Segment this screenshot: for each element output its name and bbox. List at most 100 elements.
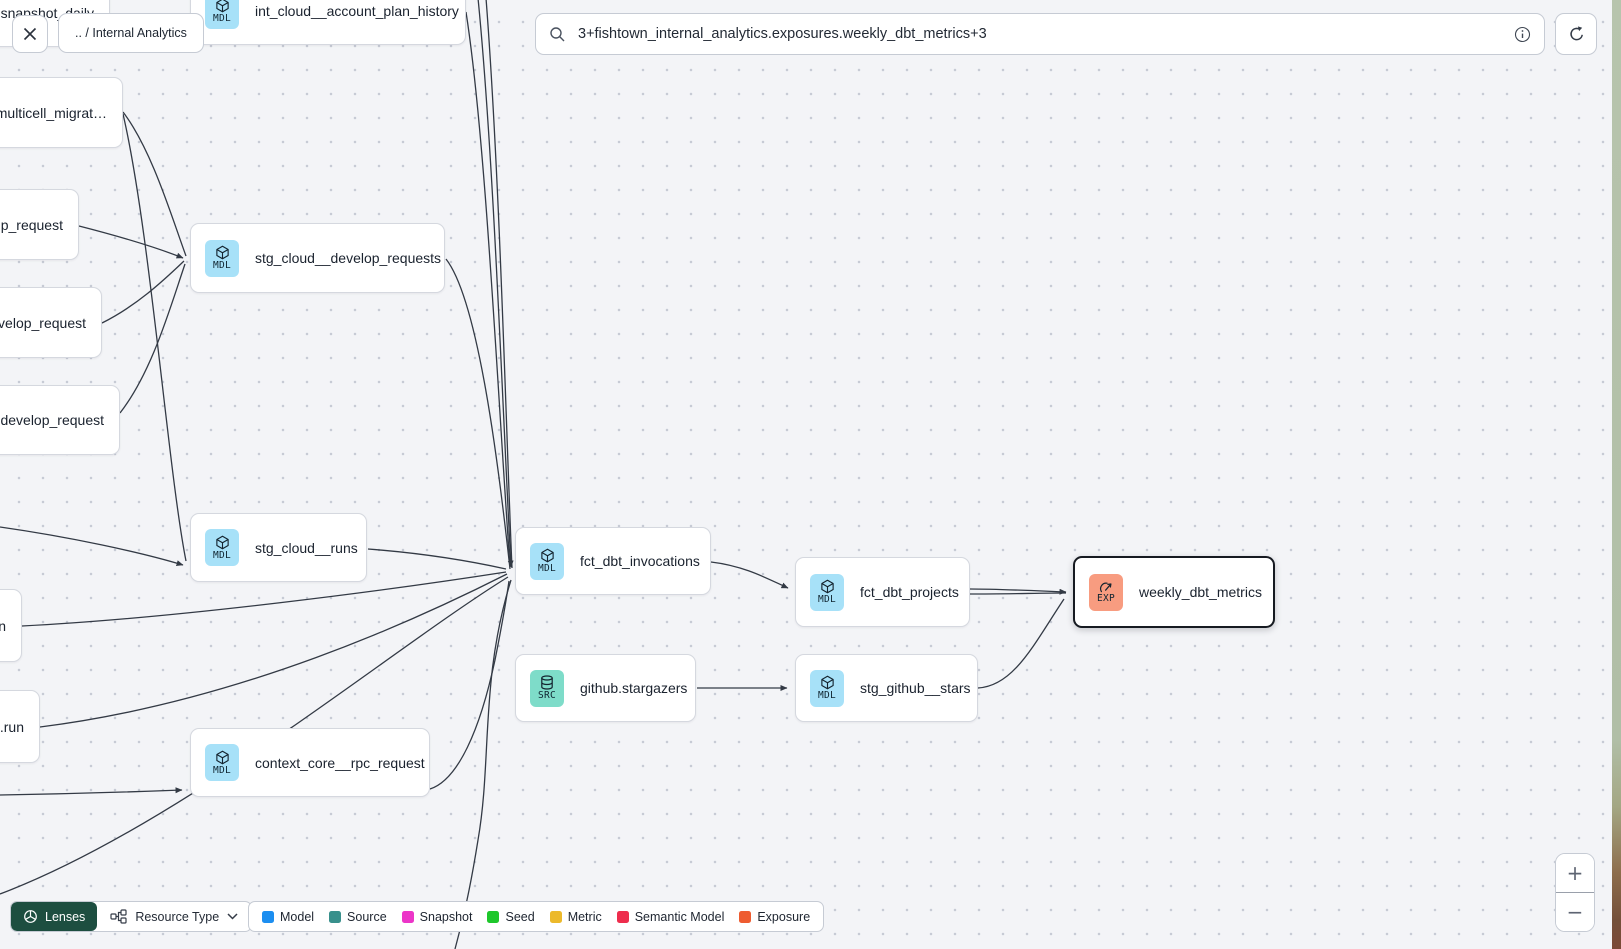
legend-swatch bbox=[401, 910, 414, 923]
legend-item-semantic-model: Semantic Model bbox=[616, 909, 725, 924]
graph-node-n_node[interactable]: n bbox=[0, 589, 22, 662]
source-badge: SRC bbox=[530, 669, 564, 707]
resource-type-icon bbox=[110, 909, 127, 924]
legend-swatch bbox=[739, 910, 752, 923]
search-icon bbox=[550, 26, 565, 41]
graph-node-context_core__rpc_request[interactable]: MDL context_core__rpc_request bbox=[190, 728, 430, 797]
edge bbox=[445, 258, 511, 570]
graph-node-develop_request_dot[interactable]: .develop_request bbox=[0, 385, 120, 455]
edge bbox=[465, 11, 511, 567]
graph-node-int_cloud__account_plan_history[interactable]: MDL int_cloud__account_plan_history bbox=[190, 0, 466, 45]
edge bbox=[122, 113, 187, 562]
graph-node-velop_request[interactable]: velop_request bbox=[0, 287, 102, 358]
edges bbox=[0, 0, 1067, 949]
minus-icon: − bbox=[1566, 900, 1584, 924]
edge bbox=[78, 225, 184, 259]
search-bar[interactable] bbox=[535, 13, 1545, 55]
legend-swatch bbox=[329, 910, 342, 923]
node-label: github.stargazers bbox=[580, 680, 688, 696]
badge-label: MDL bbox=[212, 12, 232, 24]
edge bbox=[122, 111, 187, 257]
node-label: stg_cloud__runs bbox=[255, 539, 358, 556]
cube-icon bbox=[820, 579, 834, 594]
node-label: context_core__rpc_request bbox=[255, 754, 425, 771]
lenses-label: Lenses bbox=[45, 909, 86, 924]
model-badge: MDL bbox=[205, 239, 239, 277]
edge bbox=[0, 526, 184, 566]
legend-swatch bbox=[616, 910, 629, 923]
legend-label: Seed bbox=[505, 909, 535, 924]
graph-node-stg_github__stars[interactable]: MDL stg_github__stars bbox=[795, 654, 978, 722]
zoom-out-button[interactable]: − bbox=[1556, 893, 1594, 931]
cube-icon bbox=[215, 535, 229, 550]
model-badge: MDL bbox=[530, 542, 564, 580]
gauge-icon bbox=[1100, 582, 1112, 593]
chevron-down-icon bbox=[227, 913, 238, 920]
graph-node-p_request[interactable]: p_request bbox=[0, 189, 79, 260]
edge bbox=[0, 787, 183, 796]
cube-icon bbox=[215, 245, 229, 260]
node-label: stg_cloud__develop_requests bbox=[255, 250, 442, 266]
graph-node-multicell_migrat[interactable]: multicell_migrat… bbox=[0, 77, 123, 148]
edge bbox=[969, 592, 1067, 595]
graph-node-stg_cloud__runs[interactable]: MDL stg_cloud__runs bbox=[190, 513, 367, 582]
lens-bar: Lenses Resource Type bbox=[10, 901, 253, 932]
refresh-icon bbox=[1569, 25, 1583, 40]
close-button[interactable] bbox=[12, 15, 48, 53]
edge bbox=[485, 0, 513, 569]
breadcrumb-label: .. / Internal Analytics bbox=[75, 26, 187, 40]
badge-label: MDL bbox=[212, 549, 232, 561]
legend-item-model: Model bbox=[262, 910, 314, 924]
legend-label: Metric bbox=[567, 909, 602, 924]
edge bbox=[101, 260, 185, 324]
badge-label: MDL bbox=[537, 563, 557, 575]
model-badge: MDL bbox=[205, 744, 239, 781]
zoom-in-button[interactable]: + bbox=[1556, 854, 1594, 893]
node-label: multicell_migrat… bbox=[0, 104, 107, 121]
legend-label: Exposure bbox=[757, 909, 811, 924]
model-badge: MDL bbox=[205, 529, 239, 566]
zoom-controls: + − bbox=[1555, 853, 1595, 932]
graph-node-stg_cloud__develop_requests[interactable]: MDL stg_cloud__develop_requests bbox=[190, 223, 445, 293]
badge-label: SRC bbox=[537, 690, 557, 702]
resource-type-label: Resource Type bbox=[135, 909, 220, 924]
node-label: n bbox=[0, 617, 6, 634]
cube-icon bbox=[820, 675, 834, 690]
node-label: velop_request bbox=[0, 314, 86, 331]
lenses-button[interactable]: Lenses bbox=[11, 902, 98, 931]
node-label: stg_github__stars bbox=[860, 680, 971, 696]
refresh-button[interactable] bbox=[1555, 13, 1597, 55]
node-label: int_cloud__account_plan_history bbox=[255, 2, 459, 19]
node-label: fct_dbt_projects bbox=[860, 584, 959, 600]
exposure-badge: EXP bbox=[1089, 573, 1123, 611]
close-icon bbox=[23, 27, 37, 41]
edge bbox=[969, 588, 1067, 595]
graph-node-run_node[interactable]: .run bbox=[0, 690, 40, 763]
graph-node-fct_dbt_invocations[interactable]: MDL fct_dbt_invocations bbox=[515, 527, 711, 595]
badge-label: MDL bbox=[817, 690, 837, 702]
breadcrumb[interactable]: .. / Internal Analytics bbox=[58, 13, 204, 53]
legend-item-snapshot: Snapshot bbox=[401, 910, 472, 924]
legend-label: Semantic Model bbox=[634, 909, 725, 924]
model-badge: MDL bbox=[810, 669, 844, 707]
legend-swatch bbox=[549, 910, 562, 923]
resource-type-legend: Model Source Snapshot Seed Metric Semantic Mo… bbox=[248, 901, 825, 932]
edge bbox=[477, 0, 514, 568]
legend-item-metric: Metric bbox=[549, 909, 602, 924]
legend-swatch bbox=[262, 910, 274, 923]
info-icon[interactable] bbox=[1514, 26, 1531, 43]
cube-icon bbox=[215, 0, 229, 13]
search-input[interactable] bbox=[576, 25, 1504, 43]
cube-icon bbox=[215, 750, 229, 765]
model-badge: MDL bbox=[205, 0, 239, 29]
node-label: fct_dbt_invocations bbox=[580, 553, 700, 569]
node-label: p_request bbox=[0, 216, 63, 233]
legend-item-source: Source bbox=[329, 910, 387, 924]
legend-item-exposure: Exposure bbox=[739, 910, 810, 924]
resource-type-dropdown[interactable]: Resource Type bbox=[97, 902, 251, 931]
graph-node-github.stargazers[interactable]: SRC github.stargazers bbox=[515, 654, 696, 722]
